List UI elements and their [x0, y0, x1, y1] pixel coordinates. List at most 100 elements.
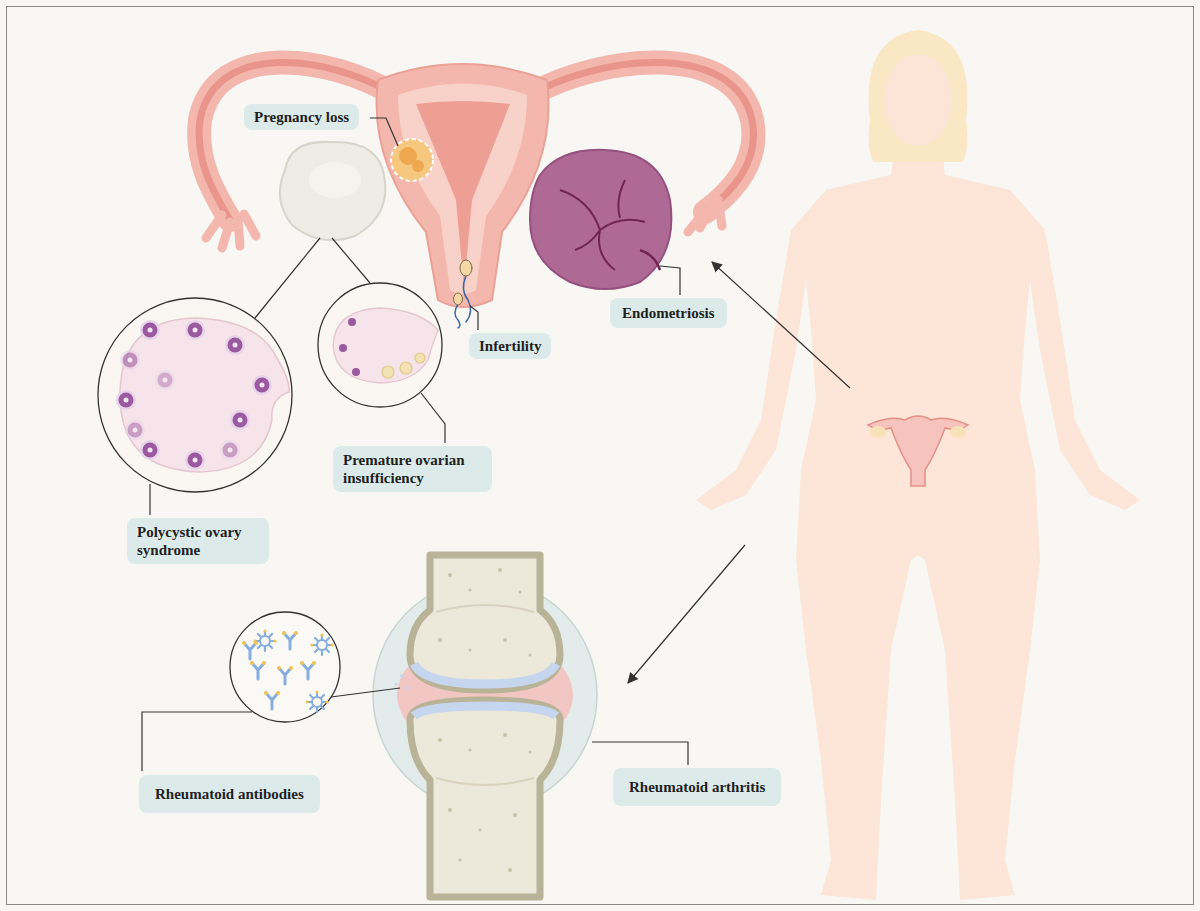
leader-line-part: [142, 712, 252, 771]
poi-ovary-detail-part: [339, 344, 347, 352]
pointer-arrow-part: [628, 545, 745, 683]
pcos-ovary-detail-part: [140, 320, 160, 340]
ovary-part: [309, 162, 361, 198]
joint-part-part: [448, 808, 452, 812]
joint-part-part: [404, 686, 407, 689]
label-box: Polycystic ovary syndrome: [127, 518, 269, 564]
uterus-part: [416, 101, 510, 288]
joint-part-part: [459, 859, 462, 862]
pcos-ovary-detail-part: [185, 320, 205, 340]
leader-line-part: [149, 484, 150, 515]
antibody-detail-part: [300, 661, 316, 679]
poi-ovary-detail-part: [400, 362, 412, 374]
label-text: Premature ovarian insufficiency: [343, 451, 482, 487]
pcos-ovary-detail-part: [120, 318, 289, 472]
joint-part-part: [469, 649, 472, 652]
label-box: Rheumatoid antibodies: [139, 775, 320, 813]
joint-part-part: [529, 751, 532, 754]
poi-ovary-detail-part: [382, 366, 394, 378]
ovary: [280, 142, 386, 240]
label-box: Rheumatoid arthritis: [613, 768, 781, 806]
antibody-detail-part: [230, 612, 340, 722]
pcos-ovary-detail-part: [140, 440, 160, 460]
joint-part-part: [448, 573, 452, 577]
joint-part-part: [438, 638, 442, 642]
joint-part: [414, 664, 556, 684]
joint-part-part: [479, 829, 482, 832]
joint-part: [436, 778, 534, 785]
sperm-part: [460, 260, 472, 276]
label-box: Endometriosis: [610, 298, 727, 328]
fallopian-tube-part: [688, 200, 722, 232]
antibody-detail-part: [305, 690, 328, 712]
joint-part-part: [498, 568, 502, 572]
joint-part-part: [529, 654, 532, 657]
antibody-detail-part: [282, 631, 298, 649]
antibody-detail-part: [253, 629, 276, 651]
joint-part-part: [503, 638, 507, 642]
leader-line-part: [255, 238, 320, 318]
poi-ovary-detail-part: [352, 368, 360, 376]
antibody-detail-part: [264, 691, 280, 709]
sperm: [454, 260, 473, 328]
body-silhouette-part: [869, 30, 968, 162]
pcos-ovary-detail-part: [116, 390, 136, 410]
poi-ovary-detail-part: [333, 308, 438, 383]
endometriosis-lesion: [530, 150, 671, 289]
embryo-part: [412, 160, 424, 172]
poi-ovary-detail-part: [348, 318, 356, 326]
pcos-ovary-detail-part: [252, 375, 272, 395]
pcos-ovary-detail: [98, 298, 292, 492]
joint-part-part: [438, 738, 442, 742]
joint: [373, 555, 597, 897]
poi-ovary-detail-part: [415, 353, 425, 363]
joint-part: [410, 555, 560, 690]
joint-part-part: [508, 868, 512, 872]
joint-part-part: [400, 674, 404, 678]
antibody-detail: [230, 612, 340, 722]
leader-line-part: [470, 306, 478, 330]
antibody-detail-part: [310, 633, 333, 655]
sperm-part: [455, 304, 460, 328]
endometriosis-lesion-part: [530, 150, 671, 289]
frame: [7, 7, 1194, 905]
leader-line-part: [421, 393, 445, 443]
leader-line: [142, 118, 688, 771]
label-text: Rheumatoid antibodies: [155, 785, 304, 803]
poi-ovary-detail-part: [318, 283, 442, 407]
small-uterus-part: [868, 416, 968, 486]
label-text: Pregnancy loss: [254, 108, 349, 126]
label-text: Rheumatoid arthritis: [629, 778, 765, 796]
leader-line-part: [332, 238, 370, 283]
label-text: Infertility: [479, 337, 541, 355]
pcos-ovary-detail-part: [120, 350, 140, 370]
endometriosis-lesion-part: [560, 180, 645, 270]
body-silhouette-part: [884, 54, 952, 146]
label-box: Premature ovarian insufficiency: [333, 446, 492, 492]
leader-line-part: [660, 266, 680, 295]
label-box: Pregnancy loss: [244, 104, 359, 130]
small-uterus-part: [950, 426, 966, 438]
fallopian-tube-part: [206, 214, 256, 248]
joint-part-part: [469, 749, 472, 752]
joint-part: [410, 700, 560, 897]
joint-part: [436, 605, 534, 612]
uterus-part: [398, 84, 527, 295]
ovary-part: [280, 142, 386, 240]
poi-ovary-detail: [318, 283, 442, 407]
sperm-part: [463, 276, 470, 322]
joint-part: [414, 706, 556, 716]
pcos-ovary-detail-part: [155, 370, 175, 390]
leader-line-part: [331, 688, 400, 697]
leader-line-part: [370, 118, 398, 146]
leader-line-part: [592, 742, 688, 765]
label-text: Endometriosis: [622, 304, 715, 322]
antibody-detail-part: [242, 641, 258, 659]
joint-part-part: [503, 733, 507, 737]
joint-part-part: [513, 813, 517, 817]
joint-part: [438, 568, 532, 872]
pcos-ovary-detail-part: [125, 420, 145, 440]
antibody-detail-part: [277, 666, 293, 684]
